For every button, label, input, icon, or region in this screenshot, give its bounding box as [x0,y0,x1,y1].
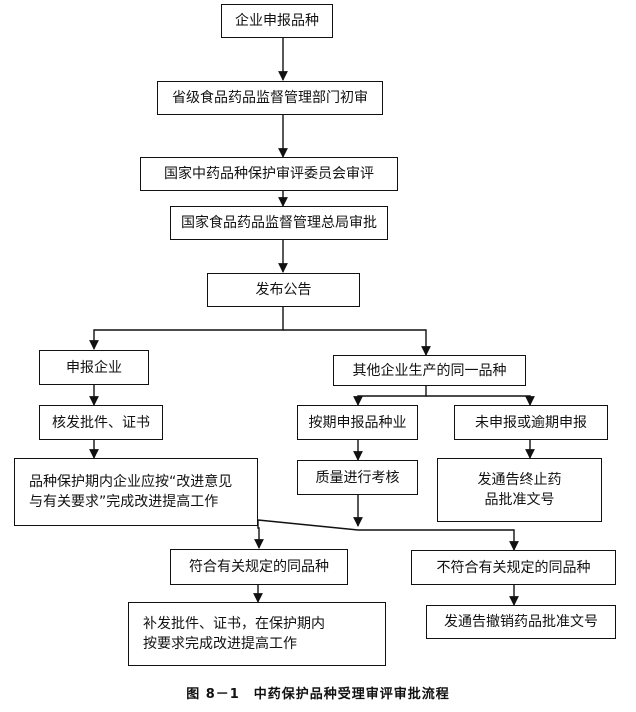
node-n12: 质量进行考核 [297,460,418,495]
node-n8: 核发批件、证书 [39,405,163,440]
node-n6: 申报企业 [39,350,149,385]
figure-caption: 图 8－1 中药保护品种受理审评审批流程 [186,687,450,702]
node-n1: 企业申报品种 [221,4,333,38]
node-n4: 国家食品药品监督管理总局审批 [170,206,388,240]
connector-n7-n10 [426,395,535,406]
node-n17: 发通告撤销药品批准文号 [426,605,616,639]
connector-merge [254,520,264,549]
node-n3: 国家中药品种保护审评委员会审评 [140,157,398,191]
node-n9: 按期申报品种业 [297,405,418,440]
arrow-split-n14-base [257,519,359,531]
node-n16: 补发批件、证书，在保护期内 按要求完成改进提高工作 [128,602,386,666]
node-n5: 发布公告 [207,273,360,307]
node-n2: 省级食品药品监督管理部门初审 [157,81,383,115]
node-n11: 品种保护期内企业应按“改进意见 与有关要求”完成改进提高工作 [14,458,258,526]
node-n14: 符合有关规定的同品种 [170,549,348,585]
node-n7: 其他企业生产的同一品种 [333,355,526,386]
node-n10: 未申报或逾期申报 [454,405,608,440]
connector-n5-split [89,307,284,350]
connector-n5-n7 [283,329,431,356]
connector-n7-n9 [353,386,427,406]
node-n15: 不符合有关规定的同品种 [411,550,616,585]
connector-split-n15 [358,529,519,551]
node-n13: 发通告终止药 品批准文号 [437,458,602,522]
